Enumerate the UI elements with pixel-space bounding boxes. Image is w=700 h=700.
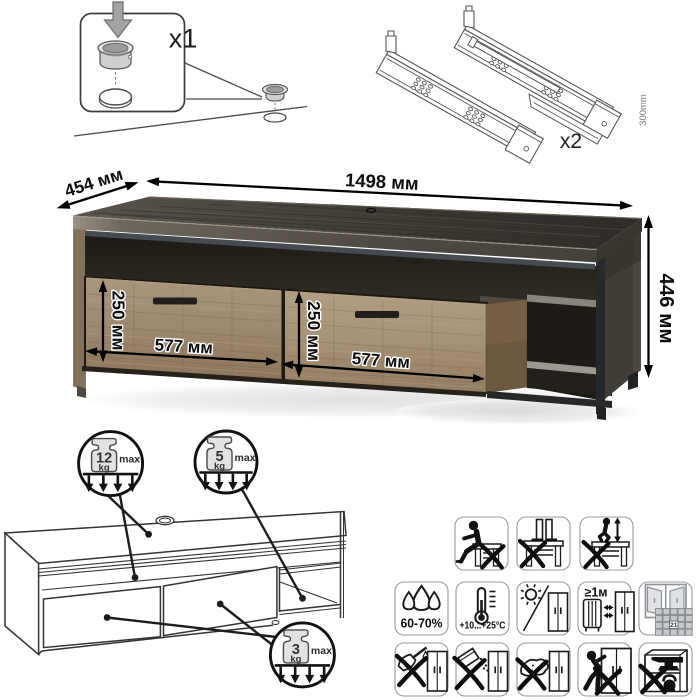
svg-text:kg: kg [290,654,301,665]
svg-text:250 мм: 250 мм [304,301,324,361]
svg-text:kg: kg [99,463,110,474]
svg-text:max: max [119,454,140,466]
svg-text:577 мм: 577 мм [154,335,213,357]
svg-text:max: max [234,452,255,464]
svg-text:x2: x2 [560,130,582,153]
svg-text:5: 5 [215,449,223,465]
svg-text:max: max [311,645,332,657]
svg-text:x1: x1 [169,24,198,54]
svg-text:60-70%: 60-70% [401,617,443,631]
svg-text:1498 мм: 1498 мм [345,169,420,194]
svg-text:12: 12 [96,451,112,467]
svg-text:+10...+25°C: +10...+25°C [460,621,506,632]
svg-text:21: 21 [670,622,678,629]
svg-text:3: 3 [292,642,300,658]
svg-text:577 мм: 577 мм [351,349,410,372]
svg-text:kg: kg [214,461,225,472]
svg-text:250 мм: 250 мм [109,291,129,351]
svg-text:446 мм: 446 мм [655,273,678,343]
svg-text:≥1м: ≥1м [584,586,607,600]
svg-text:300mm: 300mm [638,94,649,126]
